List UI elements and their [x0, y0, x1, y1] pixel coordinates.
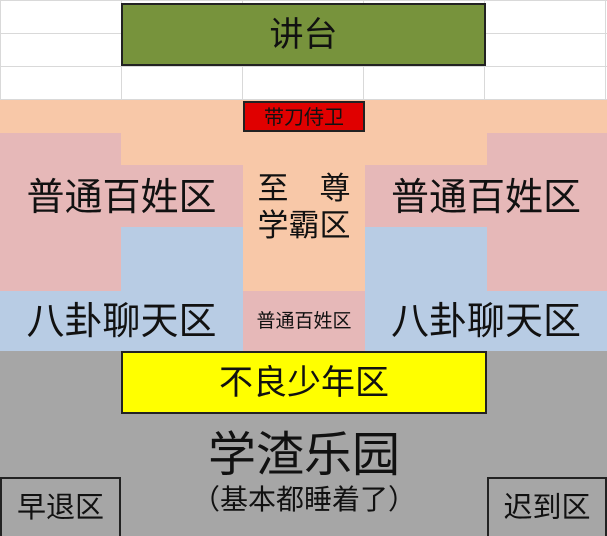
gossip-left-zone	[121, 227, 243, 351]
slackers-note: （基本都睡着了）	[191, 483, 416, 516]
podium-label: 讲台	[269, 14, 338, 55]
supreme-label-line2: 学霸区	[257, 207, 351, 244]
commoners-left-zone	[0, 133, 121, 291]
leave-early-block	[0, 477, 121, 536]
late-arrival-block	[487, 477, 607, 536]
commoners-middle-zone	[243, 291, 365, 351]
podium-block	[121, 3, 486, 66]
commoners-left-label: 普通百姓区	[26, 175, 217, 219]
guards-block	[243, 101, 365, 132]
commoners-right-zone-b	[365, 165, 487, 227]
commoners-middle-label: 普通百姓区	[256, 309, 352, 332]
commoners-right-label: 普通百姓区	[390, 175, 581, 219]
gossip-right-label: 八卦聊天区	[390, 299, 581, 343]
delinquent-label: 不良少年区	[219, 362, 389, 403]
commoners-left-zone-b	[121, 165, 243, 227]
slackers-label: 学渣乐园	[207, 427, 400, 483]
supreme-label-line1: 至 尊	[257, 170, 351, 207]
delinquent-block	[121, 351, 487, 414]
guards-label: 带刀侍卫	[264, 104, 344, 129]
late-arrival-label: 迟到区	[503, 490, 591, 524]
gossip-right-zone	[365, 227, 487, 351]
commoners-right-zone	[487, 133, 607, 291]
gossip-right-zone-b	[487, 291, 607, 351]
gossip-left-label: 八卦聊天区	[26, 299, 217, 343]
gossip-left-zone-b	[0, 291, 121, 351]
leave-early-label: 早退区	[16, 490, 104, 524]
